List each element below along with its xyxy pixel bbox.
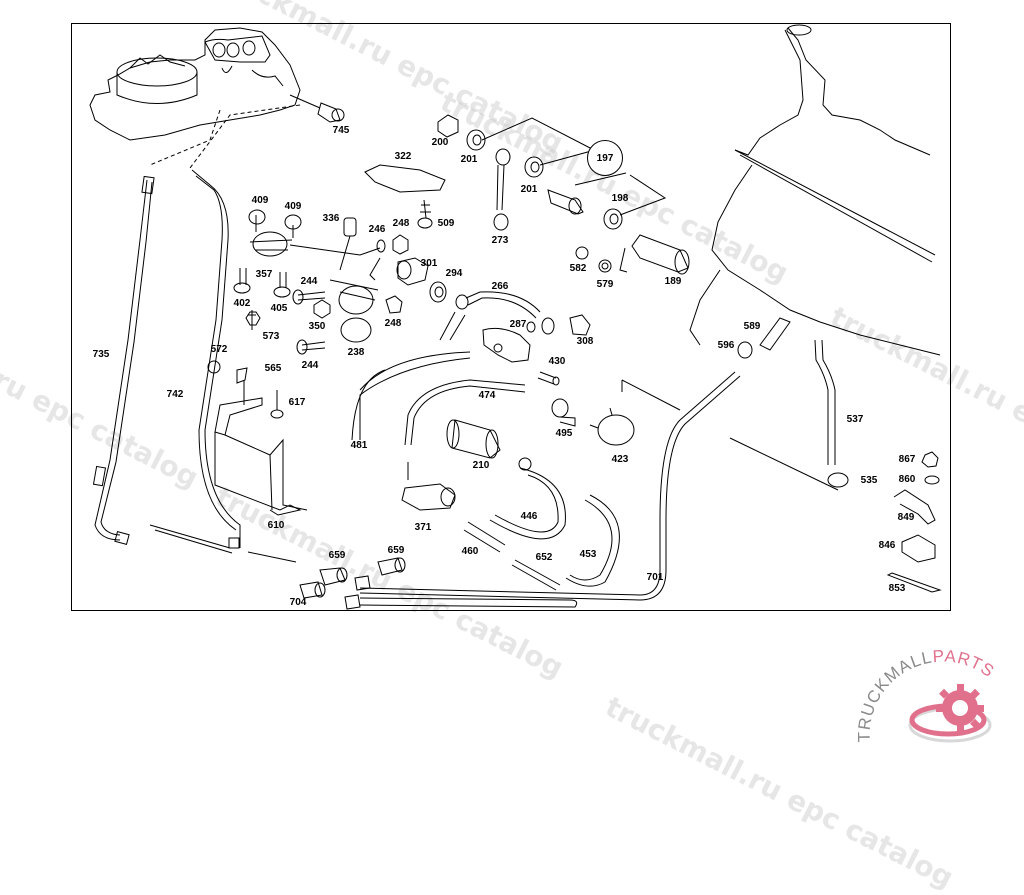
part-label-853[interactable]: 853	[888, 583, 906, 594]
part-label-589[interactable]: 589	[743, 321, 761, 332]
part-label-287[interactable]: 287	[509, 319, 527, 330]
part-742-line	[149, 169, 241, 554]
part-label-308[interactable]: 308	[576, 336, 594, 347]
part-label-210[interactable]: 210	[472, 460, 490, 471]
part-label-474[interactable]: 474	[478, 390, 496, 401]
part-label-423[interactable]: 423	[611, 454, 629, 465]
part-735-line	[92, 175, 155, 545]
part-label-200[interactable]: 200	[431, 137, 449, 148]
part-label-565[interactable]: 565	[264, 363, 282, 374]
parts-diagram-art	[89, 24, 942, 610]
upper-small-parts	[364, 114, 667, 231]
part-label-509[interactable]: 509	[437, 218, 455, 229]
callout-197[interactable]: 197	[587, 140, 623, 176]
part-label-201[interactable]: 201	[520, 184, 538, 195]
part-label-322[interactable]: 322	[394, 151, 412, 162]
diagram-frame	[71, 23, 951, 611]
parts-371-460	[401, 457, 620, 591]
part-label-867[interactable]: 867	[898, 454, 916, 465]
parts-495-423	[551, 379, 681, 446]
part-label-336[interactable]: 336	[322, 213, 340, 224]
part-label-409[interactable]: 409	[284, 201, 302, 212]
part-label-849[interactable]: 849	[897, 512, 915, 523]
part-label-294[interactable]: 294	[445, 268, 463, 279]
part-label-405[interactable]: 405	[270, 303, 288, 314]
part-label-735[interactable]: 735	[92, 349, 110, 360]
part-label-244[interactable]: 244	[300, 276, 318, 287]
fuel-tank-drawing	[689, 24, 941, 356]
part-label-430[interactable]: 430	[548, 356, 566, 367]
part-label-273[interactable]: 273	[491, 235, 509, 246]
part-label-860[interactable]: 860	[898, 474, 916, 485]
part-label-537[interactable]: 537	[846, 414, 864, 425]
fittings-301-308	[396, 257, 591, 386]
parts-right-lower	[729, 317, 942, 593]
part-label-371[interactable]: 371	[414, 522, 432, 533]
part-label-460[interactable]: 460	[461, 546, 479, 557]
part-label-238[interactable]: 238	[347, 347, 365, 358]
part-701-line	[247, 371, 741, 608]
part-label-572[interactable]: 572	[210, 344, 228, 355]
part-label-745[interactable]: 745	[332, 125, 350, 136]
part-189-fuel-pump	[575, 234, 690, 275]
part-label-579[interactable]: 579	[596, 279, 614, 290]
part-label-596[interactable]: 596	[717, 340, 735, 351]
part-label-248[interactable]: 248	[384, 318, 402, 329]
logo-text-accent: PARTS	[932, 650, 998, 681]
small-parts-565-573	[207, 310, 261, 384]
clamp-assembly	[233, 209, 409, 355]
part-label-201[interactable]: 201	[460, 154, 478, 165]
part-745-bolt	[317, 102, 345, 123]
part-label-453[interactable]: 453	[579, 549, 597, 560]
part-label-266[interactable]: 266	[491, 281, 509, 292]
gear-icon	[908, 684, 992, 743]
part-label-701[interactable]: 701	[646, 572, 664, 583]
part-label-446[interactable]: 446	[520, 511, 538, 522]
part-label-659[interactable]: 659	[387, 545, 405, 556]
part-label-617[interactable]: 617	[288, 397, 306, 408]
part-label-189[interactable]: 189	[664, 276, 682, 287]
intake-manifold-drawing	[89, 27, 321, 169]
part-610-bracket	[214, 380, 308, 516]
part-label-535[interactable]: 535	[860, 475, 878, 486]
part-label-357[interactable]: 357	[255, 269, 273, 280]
part-label-350[interactable]: 350	[308, 321, 326, 332]
part-label-704[interactable]: 704	[289, 597, 307, 608]
part-label-402[interactable]: 402	[233, 298, 251, 309]
part-label-659[interactable]: 659	[328, 550, 346, 561]
parts-659-704	[299, 557, 406, 610]
part-label-409[interactable]: 409	[251, 195, 269, 206]
part-label-652[interactable]: 652	[535, 552, 553, 563]
part-label-573[interactable]: 573	[262, 331, 280, 342]
hoses-474-481	[351, 351, 526, 446]
part-label-610[interactable]: 610	[267, 520, 285, 531]
part-label-198[interactable]: 198	[611, 193, 629, 204]
part-label-301[interactable]: 301	[420, 258, 438, 269]
part-label-582[interactable]: 582	[569, 263, 587, 274]
part-label-742[interactable]: 742	[166, 389, 184, 400]
part-label-244[interactable]: 244	[301, 360, 319, 371]
part-label-495[interactable]: 495	[555, 428, 573, 439]
part-label-846[interactable]: 846	[878, 540, 896, 551]
part-label-481[interactable]: 481	[350, 440, 368, 451]
part-label-246[interactable]: 246	[368, 224, 386, 235]
part-210-fuel-filter	[446, 419, 501, 459]
truckmall-parts-logo: TRUCKMALLPARTS	[858, 650, 998, 743]
part-label-248[interactable]: 248	[392, 218, 410, 229]
